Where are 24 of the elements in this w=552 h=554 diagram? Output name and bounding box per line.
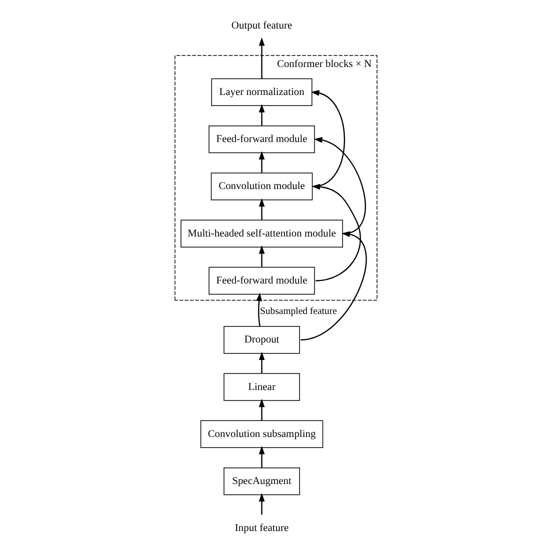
arrow xyxy=(258,151,265,173)
arrow xyxy=(256,292,262,326)
node-box: Convolution module xyxy=(210,172,313,200)
edge-label: Subsampled feature xyxy=(260,306,337,317)
node-box: Feed-forward module xyxy=(208,266,315,295)
node-box: Feed-forward module xyxy=(208,125,315,154)
node-box: Linear xyxy=(224,373,300,401)
arrow xyxy=(258,493,265,515)
arrow xyxy=(258,37,265,79)
arrow xyxy=(258,104,265,126)
arrow xyxy=(258,446,265,468)
arrow xyxy=(258,352,265,374)
arrow xyxy=(258,245,265,268)
arrow xyxy=(258,398,265,420)
node-box: Layer normalization xyxy=(211,78,312,106)
node-text: Input feature xyxy=(234,523,289,534)
node-text: Output feature xyxy=(231,20,292,32)
arrow xyxy=(310,90,345,188)
node-box: SpecAugment xyxy=(224,467,300,496)
arrow xyxy=(314,137,366,234)
node-box: Convolution subsampling xyxy=(200,420,324,448)
node-box: Dropout xyxy=(224,326,300,354)
node-box: Multi-headed self-attention module xyxy=(180,220,343,248)
arrow xyxy=(258,198,265,220)
